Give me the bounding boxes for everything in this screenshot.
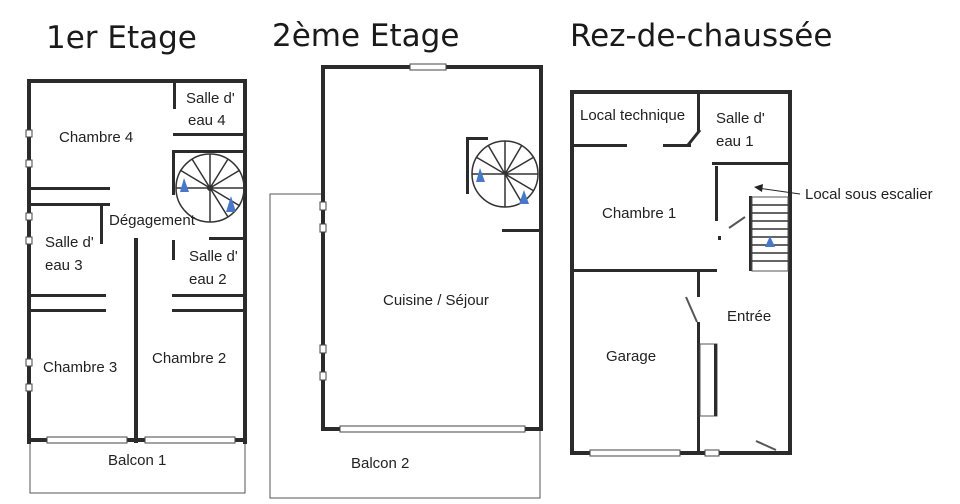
window (319, 201, 327, 211)
room-label-salle-eau-1: eau 1 (716, 133, 754, 150)
inner-wall (134, 238, 138, 443)
stair-steps (752, 204, 788, 262)
inner-wall (100, 206, 103, 244)
inner-wall (172, 309, 247, 312)
stair-wall (502, 229, 539, 232)
entry-door (755, 440, 777, 451)
inner-wall (173, 133, 247, 136)
bay-window (144, 436, 236, 444)
outer-wall (243, 79, 247, 444)
inner-wall (712, 162, 788, 165)
outer-wall (27, 79, 31, 444)
window (25, 212, 33, 221)
outer-wall (570, 451, 792, 455)
stair-wall (466, 137, 469, 194)
stair-arrow-icon (476, 168, 485, 182)
door (728, 216, 746, 229)
stair-steps (176, 154, 244, 222)
inner-wall (31, 203, 110, 206)
room-label-chambre-1: Chambre 1 (602, 205, 676, 222)
stair-arrow-icon (180, 178, 189, 192)
inner-wall (31, 294, 106, 297)
bay-window (339, 425, 526, 433)
garage-door (589, 449, 681, 457)
room-label-degagement: Dégagement (109, 212, 196, 229)
ground-floor-title: Rez-de-chaussée (570, 18, 832, 54)
inner-wall (714, 344, 717, 416)
outer-wall (321, 65, 325, 431)
inner-wall (574, 269, 717, 272)
outer-wall (27, 79, 247, 83)
room-label-balcon-2: Balcon 2 (351, 455, 409, 472)
stair-arrow-icon (226, 196, 236, 212)
window (25, 358, 33, 367)
room-label-garage: Garage (606, 348, 656, 365)
second-floor-plan: Cuisine / Séjour Balcon 2 (269, 63, 543, 499)
inner-wall (697, 94, 700, 132)
stair-wall (715, 166, 718, 221)
room-label-salle-eau-4: eau 4 (188, 112, 226, 129)
stair-wall (172, 150, 244, 153)
room-label-salle-eau-2: Salle d' (189, 248, 238, 265)
stair-wall (209, 237, 244, 240)
window (25, 383, 33, 392)
stair-steps (472, 141, 538, 207)
room-label-salle-eau-3: eau 3 (45, 257, 83, 274)
window (25, 159, 33, 168)
inner-wall (663, 144, 691, 147)
inner-wall (172, 294, 247, 297)
balcony-2-outline (269, 193, 541, 499)
inner-wall (31, 187, 110, 190)
straight-staircase (751, 196, 789, 272)
inner-wall (686, 129, 702, 146)
stair-wall (749, 196, 752, 271)
outer-wall (570, 90, 574, 455)
room-label-chambre-2: Chambre 2 (152, 350, 226, 367)
room-label-salle-eau-1: Salle d' (716, 110, 765, 127)
inner-wall (697, 322, 700, 455)
stair-wall (172, 150, 175, 195)
window (704, 449, 720, 457)
room-label-local-sous-escalier: Local sous escalier (805, 186, 933, 203)
room-label-entree: Entrée (727, 308, 771, 325)
window (319, 344, 327, 354)
first-floor-title: 1er Etage (46, 20, 197, 56)
first-floor-plan: Salle d' eau 4 Chambre 4 Dégagement Sall… (25, 79, 247, 494)
window (319, 223, 327, 233)
stair-arrow-icon (519, 190, 529, 204)
inner-wall (173, 79, 176, 109)
room-label-chambre-3: Chambre 3 (43, 359, 117, 376)
window (25, 129, 33, 138)
inner-wall (574, 144, 627, 147)
inner-wall (172, 240, 175, 260)
room-label-salle-eau-3: Salle d' (45, 234, 94, 251)
bay-window (46, 436, 128, 444)
ground-floor-plan: Local technique Salle d' eau 1 Chambre 1… (570, 90, 933, 457)
arrow-head-icon (754, 184, 763, 192)
window (409, 63, 447, 71)
door (685, 296, 698, 323)
room-label-salle-eau-2: eau 2 (189, 271, 227, 288)
room-label-balcon-1: Balcon 1 (108, 452, 166, 469)
inner-wall (31, 309, 106, 312)
inner-wall (697, 269, 700, 297)
stair-wall (466, 137, 488, 140)
window (25, 236, 33, 245)
outer-wall (788, 90, 792, 455)
outer-wall (570, 90, 792, 94)
outer-wall (539, 65, 543, 431)
window (319, 371, 327, 381)
room-label-salle-eau-4: Salle d' (186, 90, 235, 107)
room-label-local-technique: Local technique (580, 107, 685, 124)
second-floor-title: 2ème Etage (272, 18, 459, 54)
annotation-leader-line (757, 187, 801, 195)
inner-wall (718, 236, 721, 240)
stair-arrow-icon (765, 236, 775, 247)
room-label-chambre-4: Chambre 4 (59, 129, 133, 146)
room-label-cuisine-sejour: Cuisine / Séjour (383, 292, 489, 309)
